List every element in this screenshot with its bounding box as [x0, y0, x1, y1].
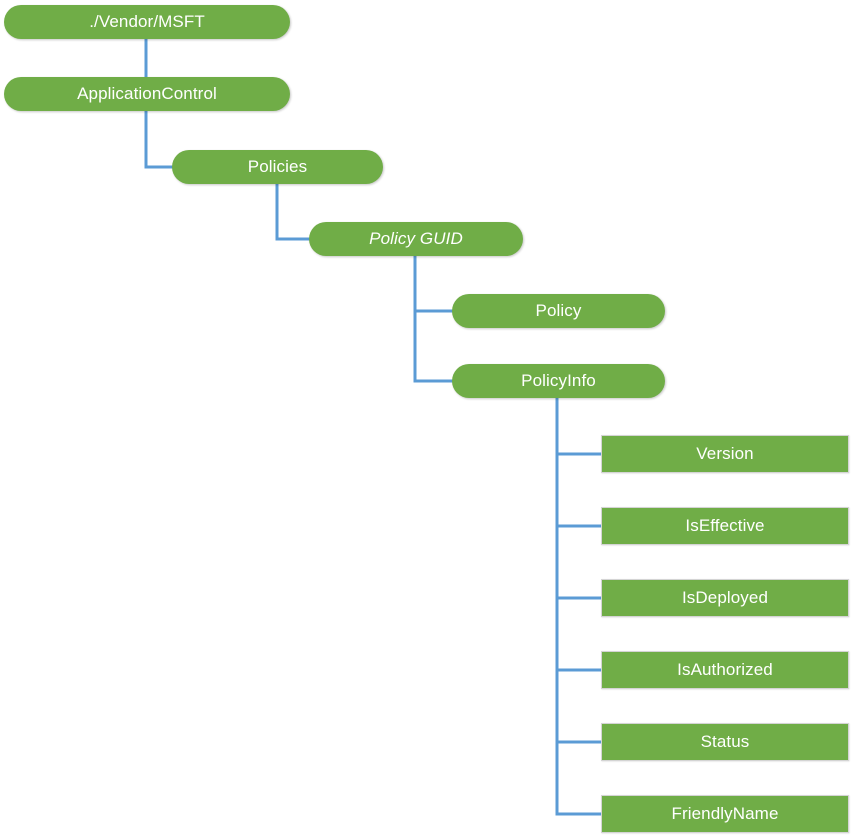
node-label: ApplicationControl	[77, 83, 217, 103]
node-status[interactable]: Status	[601, 723, 849, 761]
node-isauthorized[interactable]: IsAuthorized	[601, 651, 849, 689]
node-label: Policy GUID	[369, 228, 463, 248]
node-vendor[interactable]: ./Vendor/MSFT	[4, 5, 290, 39]
node-iseffective[interactable]: IsEffective	[601, 507, 849, 545]
edge-policyguid-to-policy	[413, 256, 453, 313]
node-label: ./Vendor/MSFT	[89, 11, 205, 31]
node-policies[interactable]: Policies	[172, 150, 383, 184]
edge-policies-to-policyguid	[275, 184, 310, 241]
node-label: Policies	[247, 156, 308, 176]
node-appcontrol[interactable]: ApplicationControl	[4, 77, 290, 111]
node-friendlyname[interactable]: FriendlyName	[601, 795, 849, 833]
node-label: IsDeployed	[681, 587, 769, 607]
node-isdeployed[interactable]: IsDeployed	[601, 579, 849, 617]
node-label: Status	[700, 731, 750, 751]
node-label: IsEffective	[685, 515, 765, 535]
node-label: PolicyInfo	[521, 370, 596, 390]
edge-policyinfo-to-friendlyname	[555, 398, 602, 816]
edge-policyinfo-to-isauthorized	[555, 398, 602, 672]
node-policyguid[interactable]: Policy GUID	[309, 222, 523, 256]
edge-policyinfo-to-isdeployed	[555, 398, 602, 600]
edge-policyinfo-to-version	[555, 398, 602, 456]
edge-policyinfo-to-status	[555, 398, 602, 744]
node-version[interactable]: Version	[601, 435, 849, 473]
node-policyinfo[interactable]: PolicyInfo	[452, 364, 665, 398]
edge-policyinfo-to-iseffective	[555, 398, 602, 528]
node-label: IsAuthorized	[677, 659, 773, 679]
node-label: FriendlyName	[671, 803, 779, 823]
edge-policyguid-to-policyinfo	[413, 256, 453, 383]
node-label: Policy	[535, 300, 582, 320]
node-label: Version	[696, 443, 754, 463]
edge-appcontrol-to-policies	[144, 94, 173, 169]
node-policy[interactable]: Policy	[452, 294, 665, 328]
